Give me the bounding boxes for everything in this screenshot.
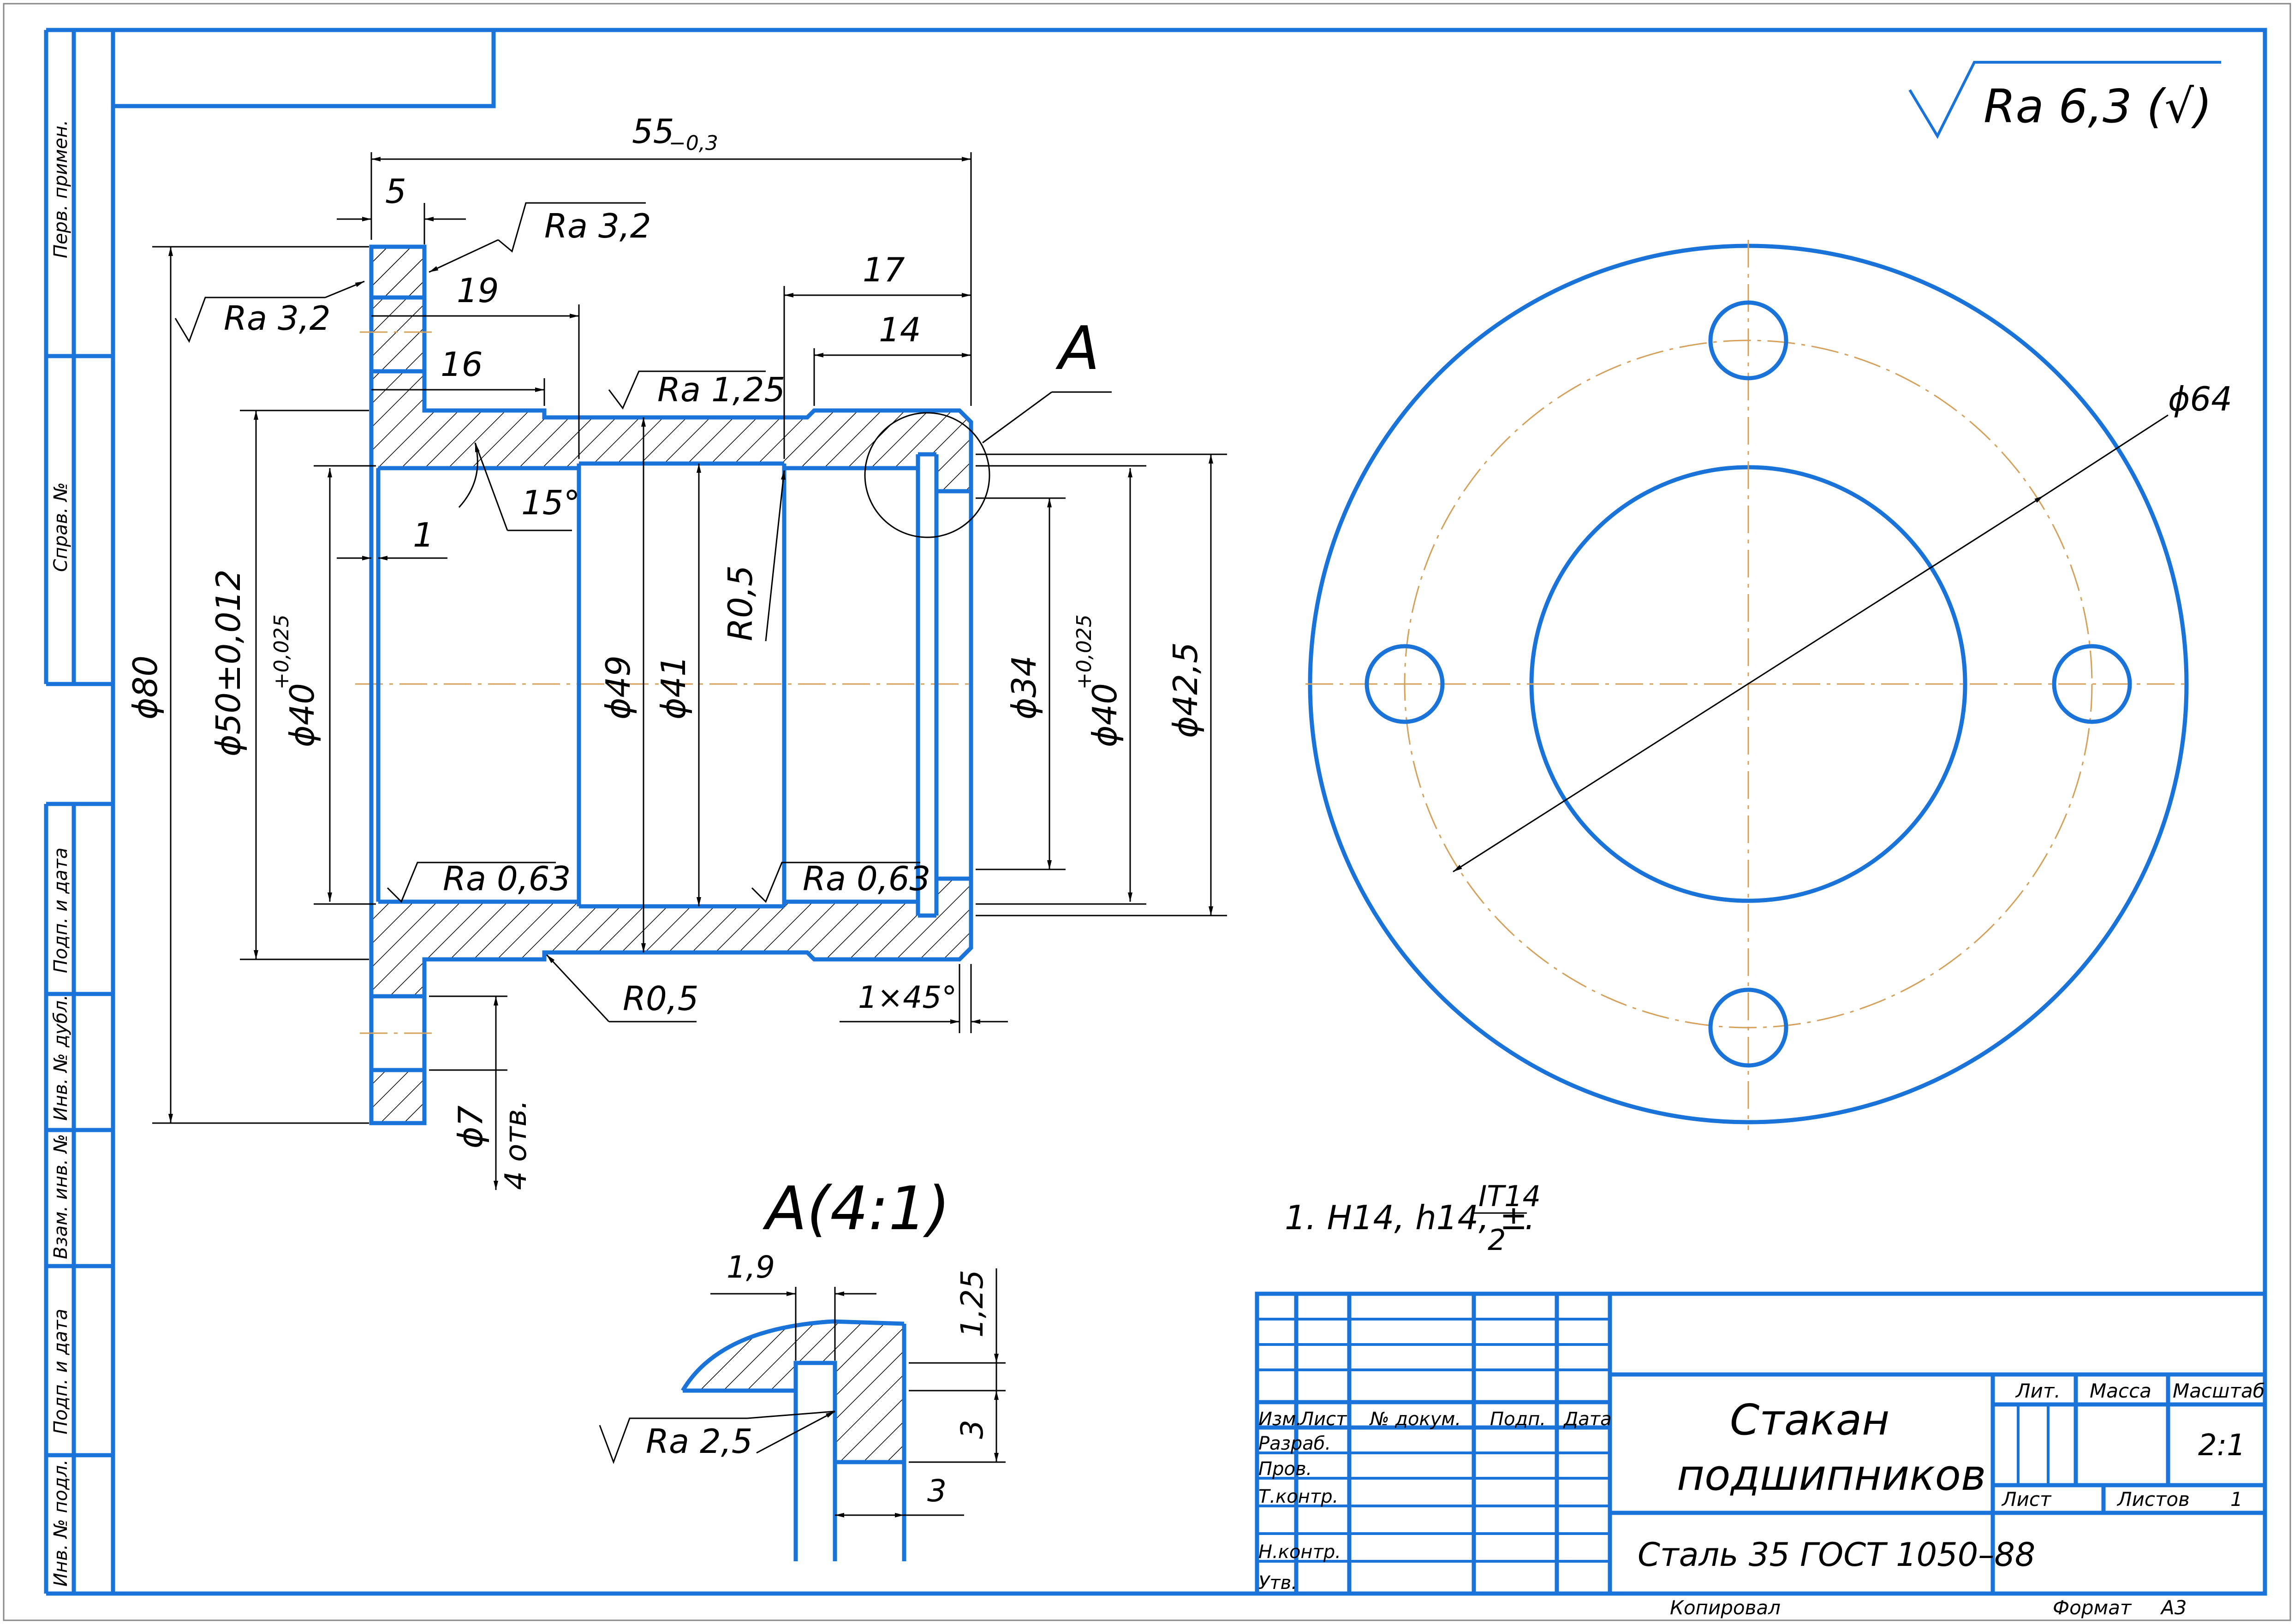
- tb-sheet: Лист: [2001, 1488, 2052, 1511]
- front-view: ϕ64: [1305, 240, 2232, 1130]
- det-dim-125: 1,25: [954, 1270, 990, 1338]
- dim-phi34: ϕ34: [1005, 655, 1043, 720]
- dim-phi49: ϕ49: [599, 655, 638, 720]
- dim-phi50: ϕ50±0,012: [209, 569, 248, 756]
- bolt-hole-right: [2052, 644, 2132, 724]
- bolt-hole-left: [1364, 644, 1445, 724]
- dim-phi40-right-tol: +0,025: [1073, 614, 1096, 690]
- tb-role-tkontr: Т.контр.: [1258, 1486, 1338, 1507]
- tb-format: Формат: [2053, 1596, 2132, 1619]
- section-roughness: Ra 3,2 Ra 3,2 Ra 1,25 Ra 0,63 Ra 0,63: [174, 202, 930, 903]
- section-upper-wall: [371, 247, 971, 491]
- dim-phi64: ϕ64: [2168, 380, 2232, 418]
- det-dim-3b: 3: [927, 1473, 947, 1509]
- dim-phi40-left-tol: +0,025: [270, 614, 293, 690]
- dim-15deg: 15°: [521, 483, 580, 522]
- tb-format-value: A3: [2160, 1596, 2187, 1619]
- ra25: Ra 2,5: [646, 1422, 753, 1461]
- detail-hatch: [683, 1321, 904, 1462]
- stamp-sprav-no: Справ. №: [50, 482, 72, 572]
- dim-5: 5: [385, 172, 406, 211]
- general-roughness-text: Ra 6,3 (√): [1984, 79, 2212, 133]
- ra063-right: Ra 0,63: [803, 859, 930, 898]
- tb-scale: 2:1: [2198, 1428, 2246, 1463]
- tb-material: Сталь 35 ГОСТ 1050–88: [1638, 1536, 2035, 1574]
- note-den: 2: [1488, 1223, 1506, 1257]
- technical-note: 1. H14, h14, ± IT14 2 .: [1285, 1179, 1541, 1257]
- view-label-a: A: [1055, 313, 1100, 383]
- tb-lit: Лит.: [2015, 1380, 2061, 1402]
- tb-role-nkontr: Н.контр.: [1258, 1541, 1341, 1563]
- dim-1: 1: [413, 516, 434, 554]
- dim-r05-lower: R0,5: [623, 979, 699, 1018]
- stamp-vzam-inv: Взам. инв. №: [50, 1134, 72, 1259]
- tb-hdr-list: Лист: [1299, 1409, 1347, 1430]
- stamp-perv-primen: Перв. примен.: [50, 120, 72, 258]
- tb-sheets-count: 1: [2230, 1488, 2243, 1511]
- tb-name-1: Стакан: [1730, 1395, 1889, 1445]
- dim-phi425: ϕ42,5: [1166, 642, 1205, 738]
- det-dim-19: 1,9: [727, 1249, 775, 1285]
- det-dim-3a: 3: [954, 1420, 990, 1439]
- dim-phi7: ϕ7: [451, 1106, 490, 1148]
- ra125: Ra 1,25: [657, 370, 785, 409]
- note-text: 1. H14, h14, ±: [1285, 1198, 1527, 1237]
- dim-4-holes: 4 отв.: [499, 1100, 533, 1190]
- dim-phi80: ϕ80: [126, 655, 165, 720]
- note-num: IT14: [1478, 1179, 1541, 1213]
- dim-phi40-left: ϕ40: [283, 683, 322, 747]
- tb-scale-label: Масштаб: [2173, 1380, 2265, 1402]
- dim-17: 17: [863, 250, 905, 289]
- tb-role-razrab: Разраб.: [1258, 1433, 1331, 1454]
- dim-14: 14: [879, 310, 921, 349]
- stamp-podp-data-1: Подп. и дата: [50, 848, 72, 973]
- tb-role-prov: Пров.: [1258, 1458, 1312, 1480]
- title-block: Изм. Лист № докум. Подп. Дата Разраб. Пр…: [1255, 1291, 2267, 1619]
- sheet-frame: [3, 3, 2291, 1621]
- tb-copied: Копировал: [1670, 1596, 1781, 1619]
- general-roughness: Ra 6,3 (√): [1908, 61, 2221, 139]
- section-lower-wall: [371, 879, 971, 996]
- dim-r05-upper: R0,5: [721, 565, 760, 641]
- dim-chamfer: 1×45°: [858, 980, 957, 1015]
- ra063-left: Ra 0,63: [443, 859, 571, 898]
- tb-hdr-data: Дата: [1563, 1409, 1612, 1430]
- bolt-hole-bottom: [1708, 987, 1788, 1068]
- dim-phi40-right: ϕ40: [1085, 683, 1124, 747]
- dim-phi41: ϕ41: [654, 655, 693, 720]
- svg-text:.: .: [1525, 1198, 1535, 1237]
- section-flange-bottom: [371, 1070, 424, 1123]
- stamp-inv-podl: Инв. № подл.: [50, 1459, 72, 1587]
- dim-55: 55: [632, 112, 674, 151]
- stamp-inv-dubl: Инв. № дубл.: [50, 994, 72, 1121]
- dim-19: 19: [457, 271, 499, 310]
- detail-label: A(4:1): [763, 1173, 950, 1243]
- section-dimensions: 55 −0,3 5 19 16 17 14 1 15° R0,5: [126, 112, 1227, 1190]
- tb-hdr-izm: Изм.: [1258, 1409, 1302, 1430]
- bolt-hole-top: [1708, 300, 1788, 381]
- tb-mass: Масса: [2090, 1380, 2151, 1402]
- tb-name-2: подшипников: [1677, 1451, 1986, 1500]
- dim-16: 16: [441, 345, 483, 384]
- dim-55-tol: −0,3: [669, 131, 718, 155]
- section-view: A: [355, 244, 1112, 1125]
- stamp-podp-data-2: Подп. и дата: [50, 1309, 72, 1434]
- ra32-top: Ra 3,2: [544, 207, 651, 245]
- ra32-left: Ra 3,2: [224, 299, 331, 338]
- tb-role-utv: Утв.: [1258, 1572, 1297, 1594]
- tb-hdr-doc: № докум.: [1369, 1409, 1461, 1430]
- detail-view: A(4:1) 1,9 1,25 3 3 Ra 2,5: [599, 1173, 1006, 1561]
- tb-hdr-podp: Подп.: [1490, 1409, 1546, 1430]
- section-flange-top: [371, 247, 424, 297]
- tb-sheets: Листов: [2116, 1488, 2190, 1511]
